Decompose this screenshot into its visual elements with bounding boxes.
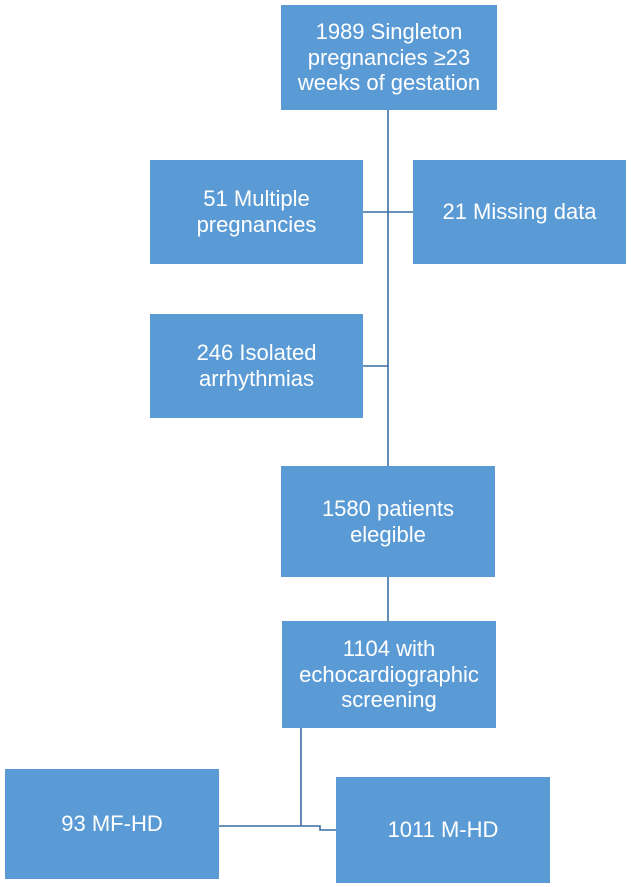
box-total-pregnancies: 1989 Singleton pregnancies ≥23 weeks of … bbox=[281, 5, 497, 110]
box-echo-screening-label: 1104 with echocardiographic screening bbox=[299, 635, 479, 713]
box-mf-hd-label: 93 MF-HD bbox=[61, 811, 163, 837]
box-echo-screening: 1104 with echocardiographic screening bbox=[282, 621, 496, 728]
box-isolated-arrhythmias: 246 Isolated arrhythmias bbox=[150, 314, 363, 418]
box-multiple-pregnancies-label: 51 Multiple pregnancies bbox=[196, 186, 317, 237]
box-total-pregnancies-label: 1989 Singleton pregnancies ≥23 weeks of … bbox=[297, 18, 481, 96]
box-multiple-pregnancies: 51 Multiple pregnancies bbox=[150, 160, 363, 264]
box-m-hd-label: 1011 M-HD bbox=[387, 817, 499, 843]
box-isolated-arrhythmias-label: 246 Isolated arrhythmias bbox=[196, 340, 317, 391]
box-eligible-patients-label: 1580 patients elegible bbox=[321, 495, 455, 547]
box-missing-data: 21 Missing data bbox=[413, 160, 626, 264]
box-m-hd: 1011 M-HD bbox=[336, 777, 550, 883]
box-mf-hd: 93 MF-HD bbox=[5, 769, 219, 879]
box-eligible-patients: 1580 patients elegible bbox=[281, 466, 495, 577]
branch-mhd-line bbox=[301, 825, 336, 831]
box-missing-data-label: 21 Missing data bbox=[442, 199, 597, 225]
